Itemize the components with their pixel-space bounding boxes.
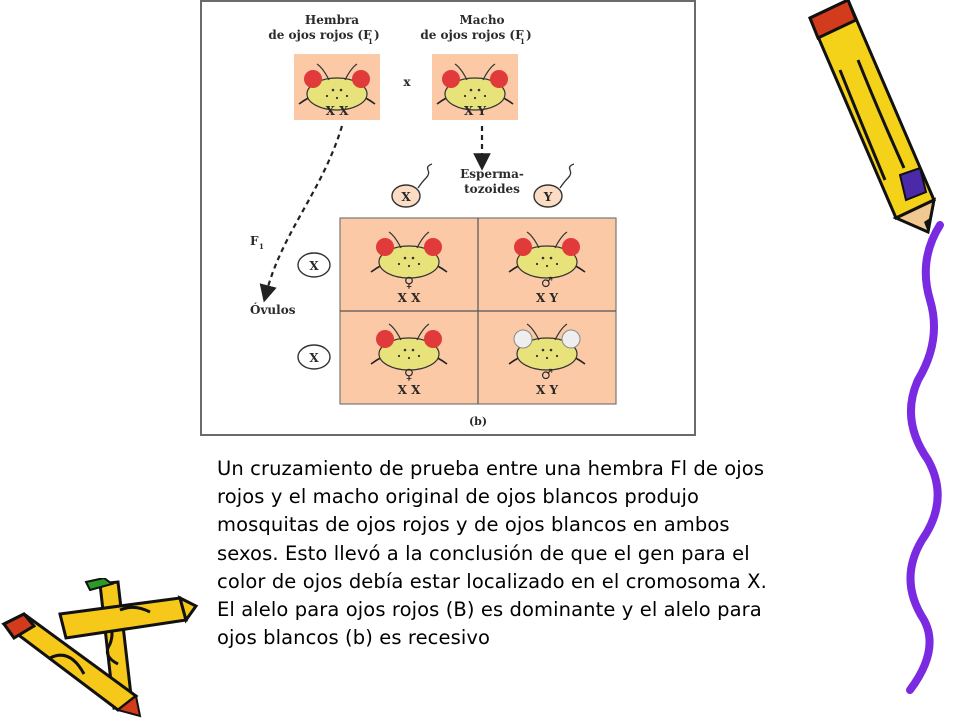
cell-2-genotype: X Y bbox=[536, 291, 558, 305]
cell-4-fly bbox=[508, 323, 586, 371]
sperm-y-icon: Y bbox=[533, 163, 575, 208]
panel-label: (b) bbox=[469, 415, 487, 428]
male-parent-sub: 1 bbox=[520, 37, 525, 46]
left-decoration bbox=[1, 578, 199, 718]
caption-text: Un cruzamiento de prueba entre una hembr… bbox=[217, 457, 767, 650]
male-parent-genotype: X Y bbox=[464, 104, 486, 118]
sperm-y-label: Y bbox=[543, 190, 553, 204]
cell-4-genotype: X Y bbox=[536, 383, 558, 397]
cell-3-sex-icon: ♀ bbox=[404, 367, 414, 383]
egg-top-label: X bbox=[309, 259, 319, 273]
cell-1-genotype: X X bbox=[398, 291, 421, 305]
female-parent-fly bbox=[298, 63, 376, 111]
cross-diagram: Hembra de ojos rojos (F 1 ) Macho de ojo… bbox=[250, 13, 617, 428]
male-parent-label-2: de ojos rojos (F bbox=[420, 28, 524, 42]
sperm-label: Esperma- bbox=[460, 167, 524, 181]
female-parent-genotype: X X bbox=[326, 104, 349, 118]
crayon-icon bbox=[1, 612, 142, 718]
purple-squiggle bbox=[906, 221, 944, 694]
cell-4-sex-icon: ♂ bbox=[541, 367, 554, 383]
pencil-icon bbox=[58, 595, 199, 640]
ovules-label: Óvulos bbox=[250, 301, 296, 317]
genetics-cross-figure: Hembra de ojos rojos (F 1 ) Macho de ojo… bbox=[200, 0, 696, 436]
sperm-x-icon: X bbox=[391, 163, 433, 208]
female-parent-label: Hembra bbox=[305, 13, 359, 27]
cell-2-fly bbox=[508, 231, 586, 279]
cell-3-genotype: X X bbox=[398, 383, 421, 397]
cell-1-sex-icon: ♀ bbox=[404, 275, 414, 291]
cell-1-fly bbox=[370, 231, 448, 279]
pencil-icon bbox=[808, 0, 937, 235]
sperm-x-label: X bbox=[401, 190, 411, 204]
male-parent-label: Macho bbox=[459, 13, 504, 27]
right-decoration bbox=[808, 0, 944, 694]
sperm-label-2: tozoides bbox=[464, 182, 520, 196]
egg-bottom-label: X bbox=[309, 351, 319, 365]
cross-symbol: x bbox=[403, 75, 411, 89]
egg-bottom-icon: X bbox=[297, 344, 331, 370]
cell-3-fly bbox=[370, 323, 448, 371]
f1-label: F bbox=[250, 234, 259, 248]
male-parent-fly bbox=[436, 63, 514, 111]
cell-2-sex-icon: ♂ bbox=[541, 275, 554, 291]
ovule-arrow bbox=[259, 125, 344, 303]
egg-top-icon: X bbox=[297, 252, 331, 278]
female-parent-sub: 1 bbox=[368, 37, 373, 46]
female-paren-close: ) bbox=[374, 28, 380, 42]
f1-sub: 1 bbox=[259, 242, 264, 251]
female-parent-label-2: de ojos rojos (F bbox=[268, 28, 372, 42]
male-paren-close: ) bbox=[526, 28, 532, 42]
